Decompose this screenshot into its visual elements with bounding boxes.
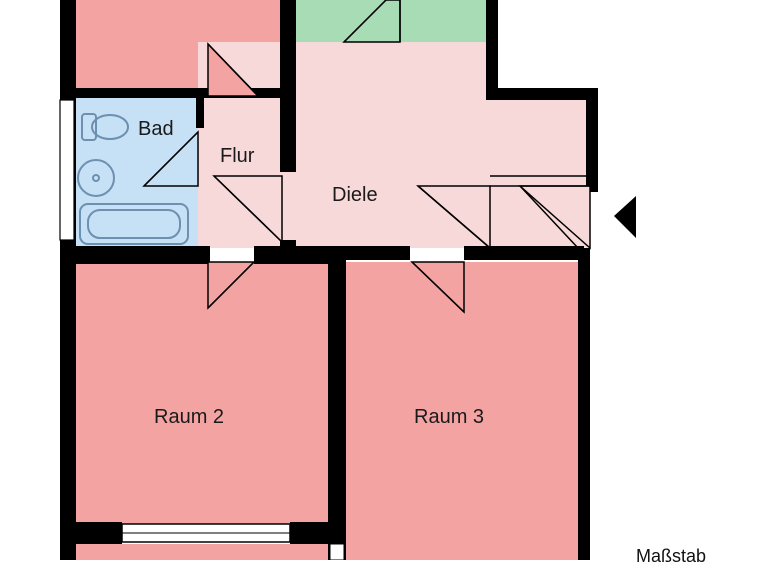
bathtub-icon xyxy=(79,203,189,245)
room-diele xyxy=(198,42,496,248)
door-swings xyxy=(142,0,591,314)
bath-fixtures xyxy=(77,113,189,245)
entrance-arrow-icon xyxy=(614,196,636,238)
toilet-icon xyxy=(81,113,97,141)
scale-label: Maßstab xyxy=(636,546,707,566)
room-label-flur: Flur xyxy=(220,145,255,167)
room-label-raum-2: Raum 2 xyxy=(154,406,224,428)
room-raum-2 xyxy=(76,262,328,524)
room-label-bad: Bad xyxy=(138,118,174,140)
room-bottom-left xyxy=(76,544,328,560)
room-label-diele: Diele xyxy=(332,184,378,206)
windows xyxy=(59,99,345,560)
room-raum-3 xyxy=(344,262,578,560)
walls xyxy=(60,0,598,560)
sink-icon xyxy=(77,159,115,197)
room-label-raum-3: Raum 3 xyxy=(414,406,484,428)
